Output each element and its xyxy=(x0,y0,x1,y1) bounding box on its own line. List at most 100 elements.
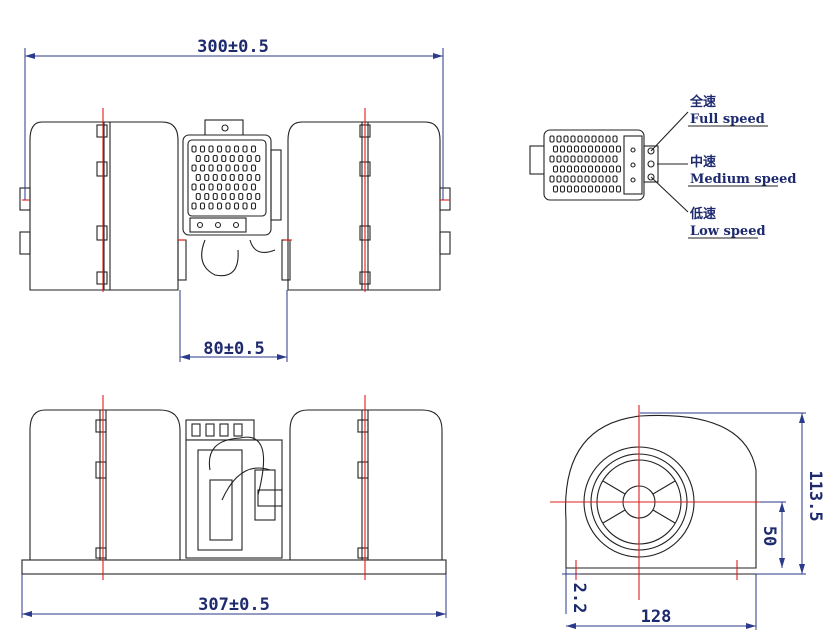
vent-slot xyxy=(255,192,261,201)
vent-slot xyxy=(559,165,566,173)
resistor-detail: 全速 Full speed 中速 Medium speed 低速 Low spe… xyxy=(529,94,796,239)
vent-slot xyxy=(204,192,210,201)
vent-slot xyxy=(204,173,210,182)
vent-slot xyxy=(229,154,235,163)
vent-slot xyxy=(191,164,197,172)
vent-slot xyxy=(195,173,201,182)
vent-slot xyxy=(242,202,248,210)
vent-slot xyxy=(204,154,210,163)
vent-slot xyxy=(246,154,252,163)
vent-slot xyxy=(601,165,608,173)
vent-slot xyxy=(242,164,248,172)
dim-top-width: 300±0.5 xyxy=(197,37,269,57)
vent-slot xyxy=(255,173,261,182)
vent-slot xyxy=(566,145,573,153)
vent-slot xyxy=(246,192,252,201)
vent-slot xyxy=(216,164,223,172)
vent-slot xyxy=(233,164,240,172)
vent-slot xyxy=(221,154,227,163)
vent-slot xyxy=(216,202,223,210)
vent-slot xyxy=(199,145,206,153)
vent-slot xyxy=(598,135,604,143)
vent-slot xyxy=(573,165,580,173)
legend-medium-en: Medium speed xyxy=(690,172,796,187)
vent-slot xyxy=(191,145,197,153)
vent-slot xyxy=(594,185,601,193)
vent-slot xyxy=(612,155,618,163)
vent-slot xyxy=(584,155,590,163)
vent-slot xyxy=(242,183,248,191)
vent-slot xyxy=(605,175,611,183)
vent-slot xyxy=(584,175,590,183)
legend-full-en: Full speed xyxy=(690,112,765,127)
front-view: 307±0.5 xyxy=(21,395,447,618)
vent-slot xyxy=(615,165,622,173)
vent-slot xyxy=(591,175,597,183)
vent-slot xyxy=(225,183,231,191)
vent-slot xyxy=(563,135,569,143)
vent-slot xyxy=(608,185,615,193)
vent-slot xyxy=(559,145,566,153)
top-right-housing xyxy=(287,121,441,291)
vent-slot xyxy=(570,175,576,183)
vent-slot xyxy=(598,175,604,183)
front-base-plate xyxy=(21,559,447,575)
vent-slot xyxy=(580,145,587,153)
vent-slot xyxy=(229,173,235,182)
vent-slot xyxy=(238,173,244,182)
vent-slot xyxy=(208,183,214,191)
vent-slot xyxy=(208,164,214,172)
top-view: 300±0.5 80±0.5 xyxy=(19,37,451,362)
vent-slot xyxy=(549,135,555,143)
vent-slot xyxy=(605,155,611,163)
vent-slot xyxy=(584,135,590,143)
vent-slot xyxy=(566,185,573,193)
vent-slot xyxy=(225,202,231,210)
vent-slot xyxy=(556,155,562,163)
vent-slot xyxy=(563,155,569,163)
vent-slot xyxy=(549,155,555,163)
vent-slot xyxy=(608,165,615,173)
vent-slot xyxy=(556,135,562,143)
vent-slot xyxy=(216,145,223,153)
vent-slot xyxy=(577,155,583,163)
vent-slot xyxy=(250,202,257,210)
vent-slot xyxy=(570,135,576,143)
vent-slot xyxy=(195,154,201,163)
vent-slot xyxy=(233,183,240,191)
vent-slot xyxy=(577,175,583,183)
vent-slot xyxy=(199,183,206,191)
vent-slot xyxy=(601,145,608,153)
vent-slot xyxy=(598,155,604,163)
vent-slot xyxy=(587,185,594,193)
vent-slot xyxy=(570,155,576,163)
vent-slot xyxy=(246,173,252,182)
vent-slot xyxy=(221,173,227,182)
vent-slot xyxy=(191,202,197,210)
legend-full-cn: 全速 xyxy=(689,94,716,110)
vent-slot xyxy=(221,192,227,201)
vent-slot xyxy=(591,155,597,163)
legend-low-cn: 低速 xyxy=(689,206,716,222)
vent-slot xyxy=(549,175,555,183)
vent-slot xyxy=(577,135,583,143)
dim-side-base: 2.2 xyxy=(569,583,589,614)
vent-slot xyxy=(587,165,594,173)
vent-slot xyxy=(580,165,587,173)
vent-slot xyxy=(566,165,573,173)
vent-slot xyxy=(587,145,594,153)
vent-slot xyxy=(556,175,562,183)
vent-slot xyxy=(594,165,601,173)
vent-slot xyxy=(191,183,197,191)
vent-slot xyxy=(608,145,615,153)
vent-slot xyxy=(233,202,240,210)
vent-slot xyxy=(563,175,569,183)
vent-slot xyxy=(229,192,235,201)
vent-slot xyxy=(212,192,218,201)
vent-slot xyxy=(199,164,206,172)
vent-slot xyxy=(552,185,559,193)
vent-slot xyxy=(208,145,214,153)
vent-slot xyxy=(612,135,618,143)
legend-medium-cn: 中速 xyxy=(690,154,716,170)
